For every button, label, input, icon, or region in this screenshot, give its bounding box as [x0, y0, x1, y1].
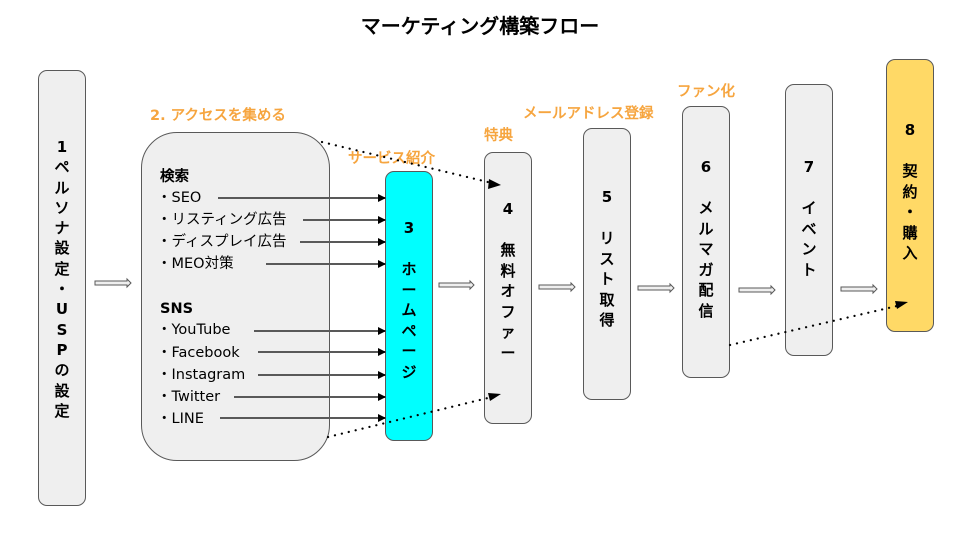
step-4-label: 4 無料オファー — [485, 199, 531, 363]
search-heading: 検索 — [160, 169, 189, 185]
vertical-char: 8 — [904, 121, 916, 139]
step-7-event-box[interactable]: 7 イベント — [785, 84, 833, 356]
vertical-char: 5 — [601, 188, 613, 206]
step-4-free-offer-box[interactable]: 4 無料オファー — [484, 152, 532, 424]
sns-item-instagram: ・Instagram — [157, 367, 246, 383]
step-8-contract-box[interactable]: 8 契約・購入 — [886, 59, 934, 332]
vertical-char: ホ — [401, 260, 417, 278]
search-item-display-ads: ・ディスプレイ広告 — [157, 234, 287, 250]
vertical-char: 定 — [54, 259, 70, 278]
vertical-char: オ — [500, 282, 516, 300]
vertical-char: 6 — [700, 158, 712, 176]
sns-item-twitter: ・Twitter — [157, 389, 221, 405]
vertical-char: ァ — [500, 323, 516, 341]
flow-arrow-3-4 — [438, 279, 475, 291]
search-item-meo: ・MEO対策 — [157, 256, 234, 272]
vertical-char: ガ — [698, 260, 714, 279]
vertical-char: 購 — [902, 223, 918, 242]
step-5-label: 5 リスト取得 — [584, 187, 630, 331]
bonus-label: 特典 — [484, 128, 513, 144]
vertical-char: 得 — [599, 311, 615, 329]
vertical-char: ン — [801, 240, 817, 258]
vertical-char: ベ — [801, 219, 817, 238]
vertical-char: 3 — [403, 219, 415, 237]
service-intro-label: サービス紹介 — [348, 151, 435, 167]
vertical-char: リ — [599, 229, 615, 247]
step-8-label: 8 契約・購入 — [887, 120, 933, 264]
vertical-char: 契 — [902, 162, 918, 180]
vertical-char: ジ — [401, 362, 417, 381]
search-item-seo: ・SEO — [157, 190, 202, 206]
search-item-listing-ads: ・リスティング広告 — [157, 212, 287, 228]
vertical-char — [907, 141, 912, 162]
vertical-char: フ — [500, 302, 516, 321]
vertical-char: ソ — [54, 198, 70, 217]
vertical-char: 4 — [502, 200, 514, 218]
vertical-char: S — [56, 320, 68, 339]
vertical-char: の — [54, 361, 70, 380]
vertical-char: ナ — [54, 219, 70, 238]
vertical-char: 取 — [599, 290, 615, 309]
vertical-char: U — [55, 300, 69, 319]
access-heading: 2. アクセスを集める — [150, 108, 286, 124]
vertical-char — [806, 178, 811, 199]
step-7-label: 7 イベント — [786, 157, 832, 280]
vertical-char: 料 — [500, 261, 516, 280]
email-registration-label: メールアドレス登録 — [523, 106, 654, 122]
vertical-char: 約 — [902, 182, 918, 201]
step-3-homepage-box[interactable]: 3 ホームページ — [385, 171, 433, 441]
vertical-char: ー — [401, 342, 417, 360]
vertical-char: ・ — [902, 203, 918, 221]
flow-arrow-6-7 — [738, 284, 776, 296]
vertical-char — [406, 239, 411, 260]
sns-item-line: ・LINE — [157, 411, 204, 427]
step-5-list-box[interactable]: 5 リスト取得 — [583, 128, 631, 400]
vertical-char: マ — [698, 240, 714, 258]
sns-item-youtube: ・YouTube — [157, 322, 231, 338]
vertical-char: 定 — [54, 401, 70, 420]
vertical-char: ト — [801, 260, 817, 279]
step-6-newsletter-box[interactable]: 6 メルマガ配信 — [682, 106, 730, 378]
page-title: マーケティング構築フロー — [360, 14, 600, 38]
step-3-label: 3 ホームページ — [386, 218, 432, 382]
vertical-char — [703, 178, 708, 199]
vertical-char: 無 — [500, 241, 516, 259]
vertical-char: ム — [401, 301, 417, 319]
flow-arrow-1-2 — [94, 277, 132, 289]
step-6-label: 6 メルマガ配信 — [683, 157, 729, 321]
vertical-char: イ — [801, 199, 817, 217]
vertical-char: ー — [500, 343, 516, 362]
vertical-char: 設 — [54, 381, 70, 400]
flow-arrow-4-5 — [538, 281, 576, 293]
vertical-char: ル — [54, 178, 70, 197]
vertical-char: ス — [599, 249, 615, 268]
vertical-char: ト — [599, 270, 615, 288]
sns-heading: SNS — [160, 301, 194, 317]
fan-label: ファン化 — [677, 84, 735, 100]
vertical-char: ・ — [54, 280, 70, 299]
flow-arrow-7-8 — [840, 283, 878, 295]
flow-arrow-5-6 — [637, 282, 675, 294]
vertical-char: ル — [698, 219, 714, 238]
vertical-char: P — [56, 340, 68, 359]
vertical-char: ペ — [54, 158, 70, 177]
vertical-char — [505, 220, 510, 241]
vertical-char: ペ — [401, 321, 417, 340]
sns-item-facebook: ・Facebook — [157, 345, 240, 361]
vertical-char: ー — [401, 280, 417, 299]
vertical-char — [604, 208, 609, 229]
vertical-char: 配 — [698, 281, 714, 299]
vertical-char: 設 — [54, 239, 70, 258]
step-2-access-box[interactable] — [141, 132, 330, 461]
vertical-char: 信 — [698, 301, 714, 320]
vertical-char: 1 — [56, 138, 68, 156]
vertical-char: 入 — [902, 244, 918, 262]
vertical-char: 7 — [803, 158, 815, 176]
vertical-char: メ — [698, 199, 714, 217]
